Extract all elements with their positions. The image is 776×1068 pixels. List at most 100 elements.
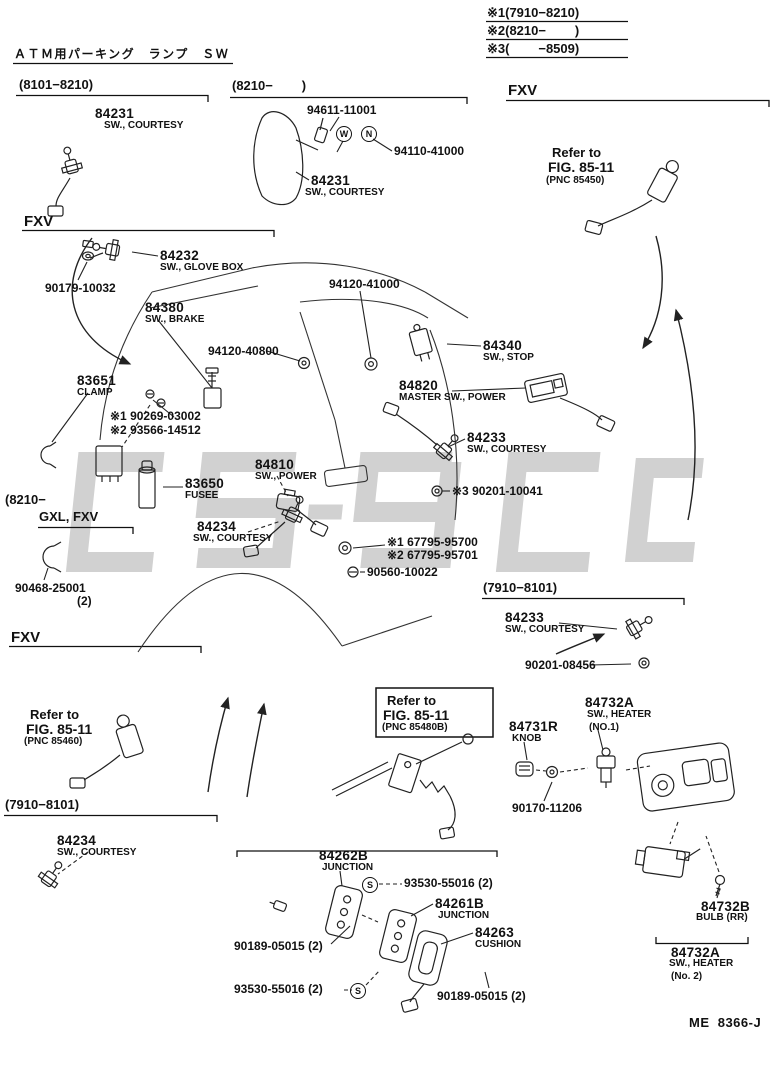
part-number-84731r: 84731R (509, 719, 559, 734)
part-name-84731r: KNOB (512, 733, 542, 744)
part-number-84262b: 84262B (319, 848, 369, 863)
symbol-n-icon: N (361, 126, 377, 142)
part-code-90179: 90179-10032 (45, 281, 116, 295)
part-code-93530-b: 93530-55016 (2) (234, 982, 323, 996)
part-name-84261b: JUNCTION (438, 910, 490, 921)
clip-icon (269, 900, 288, 912)
part-name-83651: CLAMP (77, 387, 113, 398)
part-number-84380: 84380 (145, 300, 185, 315)
section-label-fxv-bottom: FXV (11, 629, 41, 646)
fusee-83650-icon (138, 460, 156, 509)
part-code-90189-a: 90189-05015 (2) (234, 939, 323, 953)
part-number-84263: 84263 (475, 925, 515, 940)
part-name-84732b: BULB (RR) (696, 912, 748, 923)
part-name-84732a-no2: SW., HEATER (669, 958, 734, 969)
cable-assembly-85480-icon (331, 733, 474, 840)
ref-top-line2: FIG. 85-11 (548, 159, 615, 175)
part-number-84820: 84820 (399, 378, 439, 393)
ring-67795-icon (338, 541, 352, 555)
part-name-84263: CUSHION (475, 939, 522, 950)
section-label-7910-right: (7910−8101) (483, 580, 558, 595)
part-number-83651: 83651 (77, 373, 117, 388)
part-number-84261b: 84261B (435, 896, 485, 911)
ref-top-line3: (PNC 85450) (546, 175, 605, 186)
ref-left-line2: FIG. 85-11 (26, 721, 93, 737)
watermark (65, 452, 704, 572)
part-name-84820: MASTER SW., POWER (399, 392, 506, 403)
section-label-8210-top: (8210− ) (232, 78, 307, 93)
pedal-bracket-art (253, 111, 328, 206)
relay-icon (95, 445, 123, 482)
part-name-84232: SW., GLOVE BOX (160, 262, 244, 273)
part-name-84380: SW., BRAKE (145, 314, 205, 325)
doc-number: ME 8366-J (689, 1015, 762, 1030)
ref-mid-line1: Refer to (387, 693, 437, 708)
ref-mid-line3: (PNC 85480B) (382, 722, 448, 733)
part-name-84231b: SW., COURTESY (305, 187, 385, 198)
grommet-icon-2 (297, 356, 311, 370)
symbol-s-icon-2: S (350, 983, 366, 999)
part-sub-84732a-no1: (NO.1) (589, 722, 619, 733)
part-sub-84732a-no2: (No. 2) (671, 971, 703, 982)
car-body-art (99, 262, 469, 653)
part-name-84234b: SW., COURTESY (57, 847, 137, 858)
glovebox-switch-84232-icon (89, 235, 122, 262)
part-name-84231a: SW., COURTESY (104, 120, 184, 131)
section-label-8210-gxl: (8210− (5, 492, 46, 507)
part-name-84262b: JUNCTION (322, 862, 374, 873)
part-code-90468: 90468-25001 (15, 581, 86, 595)
part-name-84340: SW., STOP (483, 352, 534, 363)
part-number-84233a: 84233 (467, 430, 507, 445)
part-name-84234a: SW., COURTESY (193, 533, 273, 544)
part-number-84232: 84232 (160, 248, 200, 263)
part-code-90560: 90560-10022 (367, 565, 438, 579)
ref-left-line3: (PNC 85460) (24, 736, 83, 747)
heater-switch-no1-icon (596, 747, 616, 788)
part-code-93530-a: 93530-55016 (2) (404, 876, 493, 890)
part-number-84231b: 84231 (311, 173, 351, 188)
leader-lines (43, 116, 721, 989)
part-code-67795-95700: ※1 67795-95700 (387, 535, 478, 549)
screw-icons (145, 389, 166, 408)
part-code-94611: 94611-11001 (307, 103, 377, 117)
section-brackets (4, 20, 770, 945)
retainer-clip-90468-icon (42, 541, 62, 573)
legend-row-1: ※1(7910−8210) (487, 5, 580, 20)
part-code-67795-95701: ※2 67795-95701 (387, 548, 478, 562)
dashed-links (57, 404, 720, 991)
junction-84261b-icon (379, 909, 417, 963)
screw-84732b-icon (714, 874, 726, 897)
washer-icon (431, 485, 443, 497)
grommet-icon (364, 357, 378, 371)
part-number-84231a: 84231 (95, 106, 135, 121)
section-label-7910-left: (7910−8101) (5, 797, 80, 812)
part-number-84234b: 84234 (57, 833, 97, 848)
part-number-84233b: 84233 (505, 610, 545, 625)
part-number-84732a-no1: 84732A (585, 695, 635, 710)
part-number-84234a: 84234 (197, 519, 237, 534)
power-switch-84810-icon (275, 488, 329, 537)
legend-row-3: ※3( −8509) (487, 41, 580, 56)
section-label-fxv-top: FXV (508, 82, 538, 99)
knob-84731r-icon (515, 761, 559, 779)
part-icons (36, 111, 735, 1013)
stop-switch-84340-icon (408, 323, 433, 362)
cushion-84263-icon (408, 930, 448, 986)
part-name-84233a: SW., COURTESY (467, 444, 547, 455)
part-code-90189-b: 90189-05015 (2) (437, 989, 526, 1003)
part-number-84340: 84340 (483, 338, 523, 353)
part-name-83650: FUSEE (185, 490, 219, 501)
part-number-84732b: 84732B (701, 899, 751, 914)
part-code-90468-qty: (2) (77, 594, 92, 608)
ref-switch-85450-icon (584, 159, 679, 236)
part-code-90201-08456: 90201-08456 (525, 658, 596, 672)
courtesy-switch-84234b-icon (36, 856, 70, 891)
part-code-93566: ※2 93566-14512 (110, 423, 201, 437)
part-number-84810: 84810 (255, 457, 295, 472)
part-name-84732a-no1: SW., HEATER (587, 709, 652, 720)
part-name-84233b: SW., COURTESY (505, 624, 585, 635)
cushion-wire (400, 983, 425, 1013)
ref-left-line1: Refer to (30, 707, 80, 722)
courtesy-switch-84233-icon (382, 401, 466, 463)
